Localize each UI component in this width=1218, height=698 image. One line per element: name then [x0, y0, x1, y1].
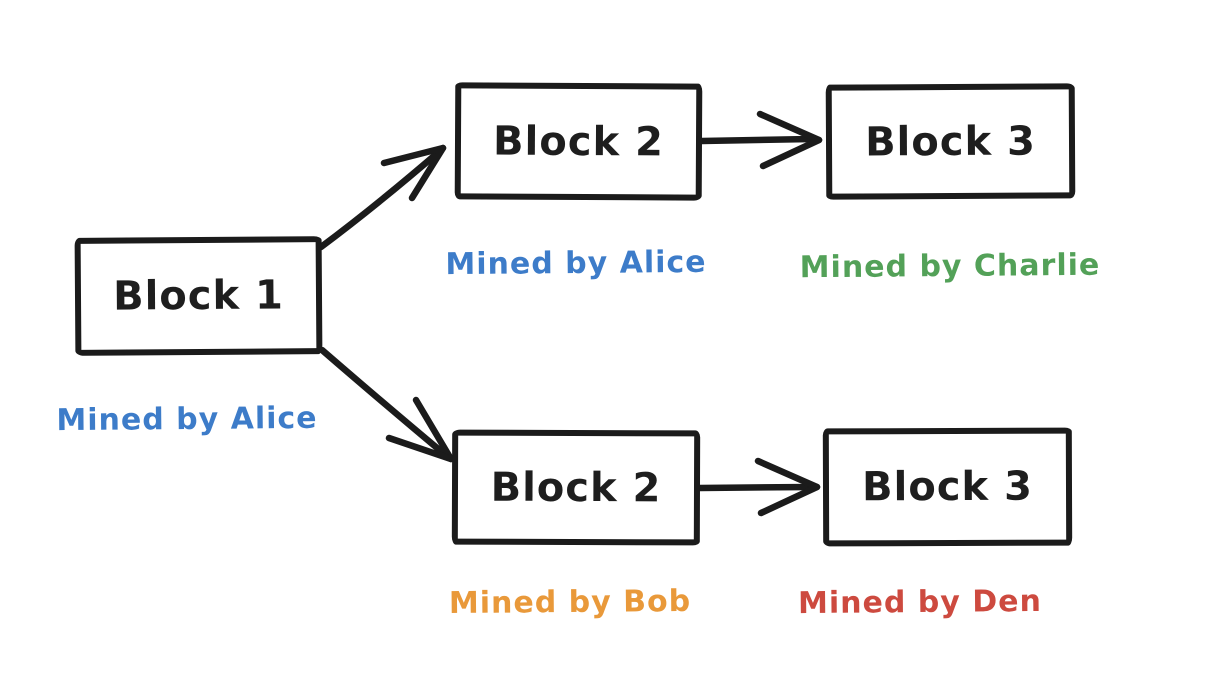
- miner-label-block-2-top: Mined by Alice: [445, 244, 707, 283]
- node-block-2-bottom-label: Block 2: [490, 464, 662, 511]
- node-block-1: Block 1: [74, 236, 323, 356]
- miner-label-block-1: Mined by Alice: [56, 400, 318, 439]
- node-block-3-top-label: Block 3: [865, 118, 1036, 165]
- node-block-1-label: Block 1: [112, 272, 285, 320]
- node-block-2-bottom: Block 2: [451, 429, 701, 546]
- node-block-2-top-label: Block 2: [493, 118, 664, 165]
- miner-label-block-3-top: Mined by Charlie: [799, 247, 1101, 286]
- node-block-3-bottom: Block 3: [822, 427, 1073, 547]
- node-block-3-bottom-label: Block 3: [862, 463, 1033, 511]
- arrow-block1-to-block2-top-icon: [317, 144, 447, 251]
- arrow-block2-top-to-block3-top-icon: [698, 110, 823, 170]
- node-block-2-top: Block 2: [454, 82, 703, 201]
- arrow-block1-to-block2-bottom-icon: [318, 346, 455, 463]
- node-block-3-top: Block 3: [825, 83, 1076, 200]
- miner-label-block-2-bottom: Mined by Bob: [448, 583, 692, 622]
- miner-label-block-3-bottom: Mined by Den: [797, 583, 1043, 622]
- arrow-block2-bottom-to-block3-bottom-icon: [696, 457, 821, 517]
